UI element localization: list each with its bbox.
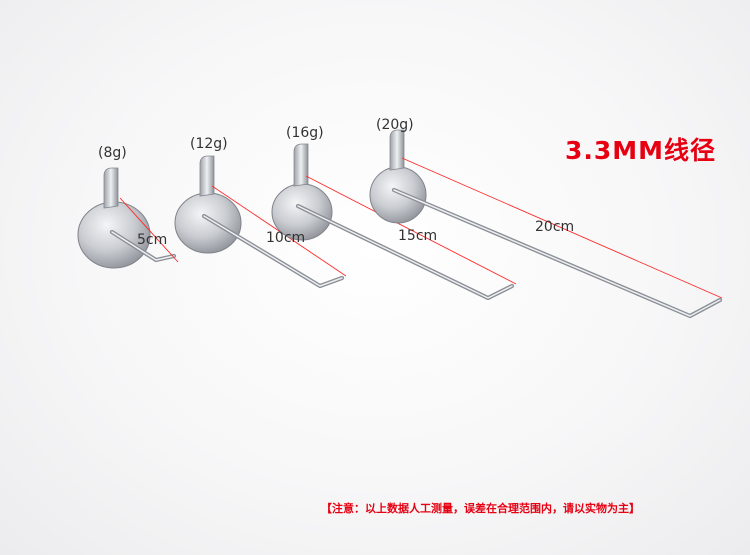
measure-line-5cm	[119, 197, 179, 263]
hook-12g	[174, 155, 347, 289]
hook-16g	[271, 143, 517, 301]
measure-line-10cm	[211, 185, 347, 277]
hook-weight-label: (16g)	[286, 125, 324, 141]
measurement-disclaimer: 【注意：以上数据人工测量，误差在合理范围内，请以实物为主】	[321, 502, 640, 515]
measure-line-20cm	[401, 157, 723, 299]
hook-length-label: 10cm	[266, 230, 306, 246]
hook-20g	[369, 129, 723, 319]
hook-weight-label: (12g)	[190, 136, 228, 152]
measure-line-15cm	[305, 175, 517, 285]
hook-weight-label: (8g)	[98, 145, 127, 161]
hook-weight-label: (20g)	[376, 117, 414, 133]
wire-diameter-heading: 3.3MM线径	[565, 136, 717, 165]
hook-length-label: 15cm	[398, 228, 438, 244]
hook-length-label: 20cm	[535, 219, 575, 235]
hook-length-label: 5cm	[137, 232, 168, 248]
hook-8g	[77, 167, 179, 269]
